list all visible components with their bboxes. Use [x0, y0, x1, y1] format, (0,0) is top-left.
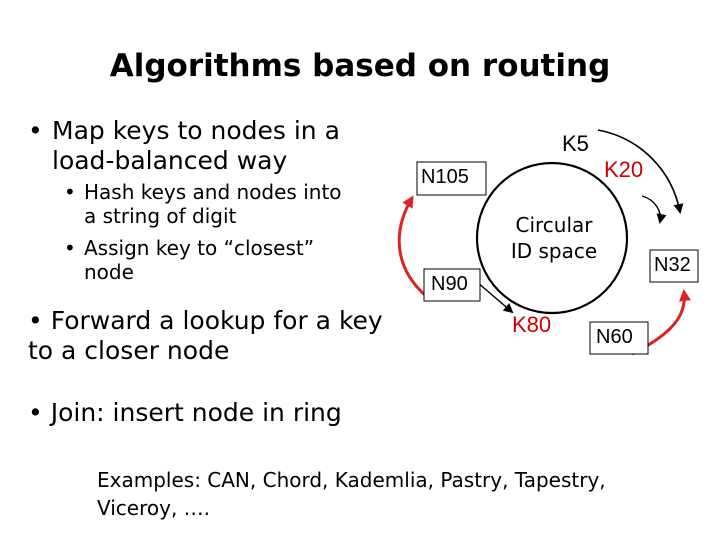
node-n105-label: N105 — [421, 166, 469, 188]
node-n60-box — [589, 321, 649, 355]
sub-bullet-dot: • — [64, 236, 76, 260]
bullet-forward: • Forward a lookup for a key to a closer… — [28, 306, 383, 366]
sub-bullet-line: Assign key to “closest” — [84, 236, 315, 260]
slide-title: Algorithms based on routing — [109, 48, 611, 84]
bullet-line: Forward a lookup for a key — [50, 306, 383, 335]
ring-center-label: Circular ID space — [498, 212, 610, 264]
bullet-line: Map keys to nodes in a — [52, 116, 340, 145]
red-arrow-n90-to-n105 — [397, 195, 427, 298]
sub-bullet-line: Hash keys and nodes into — [84, 180, 342, 204]
node-k5-label: K5 — [562, 131, 589, 156]
node-n90-label: N90 — [431, 273, 468, 295]
bullet-dot: • — [28, 116, 43, 145]
node-n60-label: N60 — [596, 326, 633, 348]
bullet-dot: • — [28, 306, 43, 335]
ring-center-line: Circular — [515, 213, 593, 237]
bullet-join: • Join: insert node in ring — [28, 398, 342, 428]
arrow-k5-to-n32 — [597, 129, 684, 214]
bullet-map-keys: Map keys to nodes in a load-balanced way — [52, 116, 340, 176]
sub-bullet-assign: Assign key to “closest” node — [84, 236, 314, 284]
node-n32-label: N32 — [654, 254, 691, 276]
node-n105-box — [416, 161, 487, 196]
node-k80-label: K80 — [512, 312, 552, 337]
examples-text: Examples: CAN, Chord, Kademlia, Pastry, … — [97, 466, 606, 522]
ring-center-line: ID space — [510, 239, 598, 263]
sub-bullet-hash: Hash keys and nodes into a string of dig… — [84, 180, 342, 228]
bullet-line: to a closer node — [28, 336, 230, 365]
arrow-k20-small — [641, 195, 667, 224]
sub-bullet-line: node — [84, 260, 134, 284]
bullet-dot: • — [28, 398, 43, 427]
sub-bullet-line: a string of digit — [84, 204, 237, 228]
arrow-n90-to-k80 — [476, 281, 514, 314]
examples-line: Viceroy, …. — [97, 496, 211, 520]
node-n32-box — [649, 249, 699, 283]
sub-bullet-dot: • — [64, 180, 76, 204]
bullet-line: Join: insert node in ring — [50, 398, 342, 427]
ring-circle — [475, 161, 629, 315]
node-n90-box — [423, 268, 481, 302]
examples-line: Examples: CAN, Chord, Kademlia, Pastry, … — [97, 468, 606, 492]
bullet-line: load-balanced way — [52, 146, 288, 175]
node-k20-label: K20 — [604, 157, 644, 182]
